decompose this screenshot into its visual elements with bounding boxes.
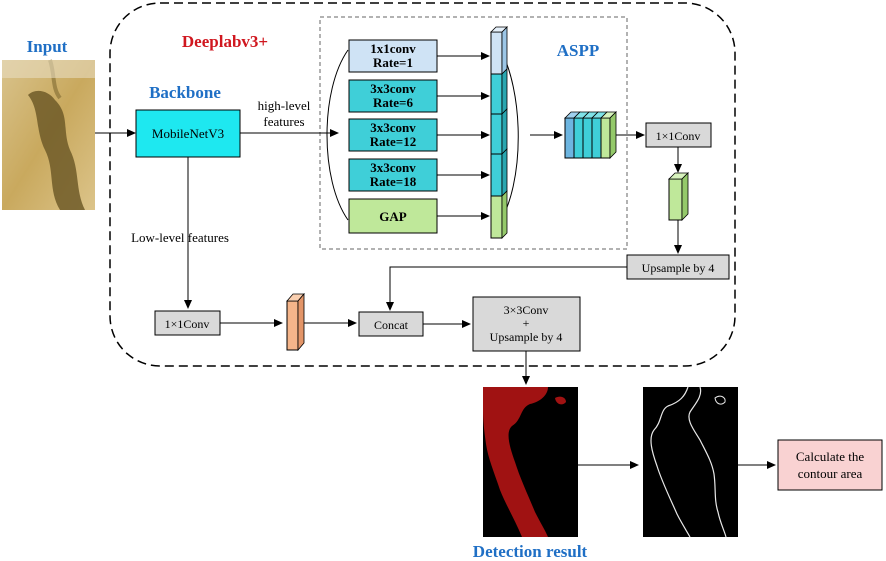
input-image <box>2 59 95 210</box>
aspp-branch-3-line1: 3x3conv <box>370 160 416 175</box>
upsample4-box <box>626 254 730 280</box>
arrow-upsample-concat <box>386 266 627 311</box>
final-plus-label: + <box>523 316 530 330</box>
contour-image <box>643 386 738 538</box>
deeplab-title: Deeplabv3+ <box>182 32 268 51</box>
aspp-concat-block <box>564 111 617 159</box>
conv1x1-low-label: 1×1Conv <box>165 317 210 331</box>
aspp-left-curve <box>326 49 349 221</box>
final-upsample-label: Upsample by 4 <box>490 330 563 344</box>
final-conv-upsample-box <box>472 296 581 352</box>
aspp-branch-2-line2: Rate=12 <box>370 134 416 149</box>
low-level-label: Low-level features <box>131 230 229 245</box>
aspp-title: ASPP <box>557 41 600 60</box>
aspp-branch-3: 3x3conv Rate=18 <box>348 158 438 192</box>
aspp-branch-1-line1: 3x3conv <box>370 81 416 96</box>
calculate-area-box <box>777 439 883 491</box>
aspp-branch-2-line1: 3x3conv <box>370 120 416 135</box>
aspp-output-feature <box>668 172 689 221</box>
aspp-branch-gap: GAP <box>348 198 438 234</box>
aspp-branch-3-line2: Rate=18 <box>370 174 417 189</box>
input-label: Input <box>27 37 68 56</box>
backbone-model: MobileNetV3 <box>152 126 224 141</box>
conv1x1-top-box <box>645 122 712 148</box>
low-level-feature <box>286 292 305 352</box>
final-conv-label: 3×3Conv <box>504 303 549 317</box>
aspp-branch-1: 3x3conv Rate=6 <box>348 79 438 113</box>
calc-line2: contour area <box>798 466 863 481</box>
backbone-title: Backbone <box>149 83 221 102</box>
concat-label: Concat <box>374 318 409 332</box>
calc-line1: Calculate the <box>796 449 864 464</box>
backbone-box <box>135 109 241 158</box>
upsample4-label: Upsample by 4 <box>642 261 715 275</box>
aspp-branch-1-line2: Rate=6 <box>373 95 413 110</box>
conv1x1-top-label: 1×1Conv <box>656 129 701 143</box>
high-level-label-2: features <box>263 114 304 129</box>
deeplab-container <box>109 2 736 367</box>
aspp-feature-stack <box>490 26 508 239</box>
aspp-branch-2: 3x3conv Rate=12 <box>348 118 438 152</box>
conv1x1-low-box <box>154 310 221 336</box>
aspp-branch-0: 1x1conv Rate=1 <box>348 39 438 73</box>
aspp-branch-0-line1: 1x1conv <box>370 41 416 56</box>
high-level-label-1: high-level <box>258 98 311 113</box>
detection-mask-image <box>483 387 578 537</box>
aspp-branch-0-line2: Rate=1 <box>373 55 413 70</box>
detection-result-label: Detection result <box>473 542 588 561</box>
concat-box <box>358 311 424 337</box>
aspp-branch-4-line1: GAP <box>379 209 407 224</box>
